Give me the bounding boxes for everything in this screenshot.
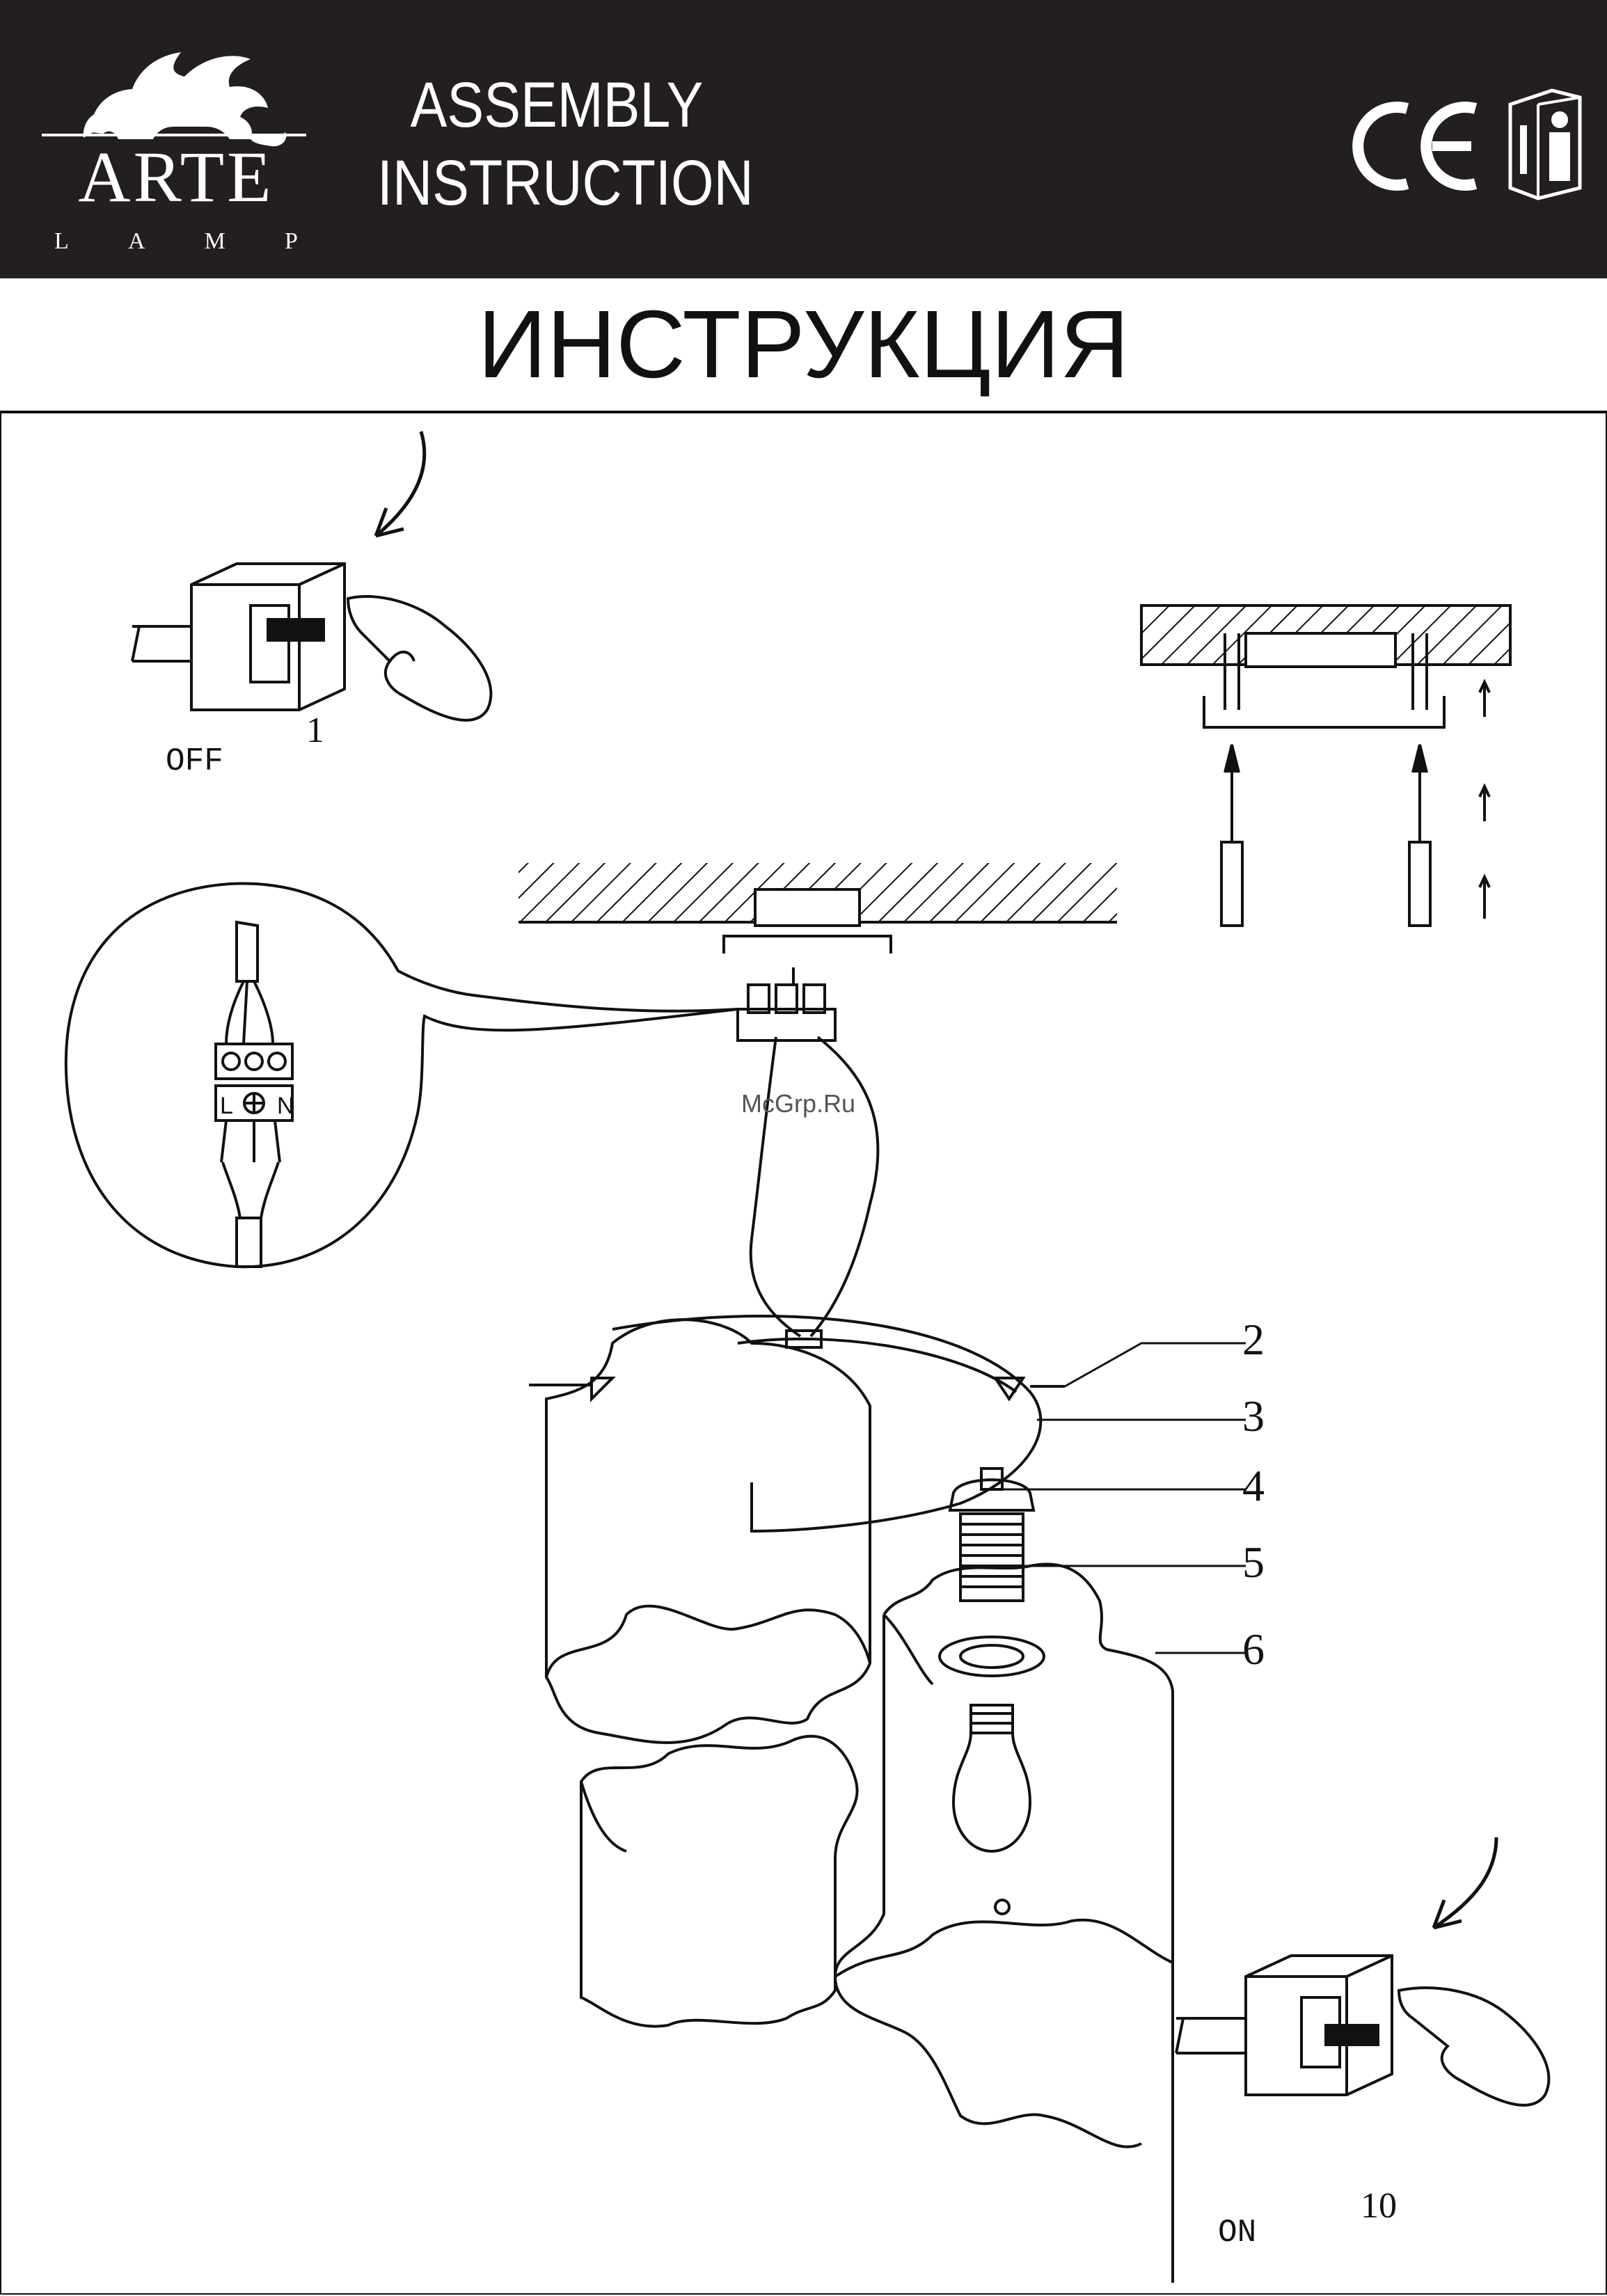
brand-sub-letter: P: [285, 228, 298, 255]
callout-number-6: 6: [1242, 1624, 1265, 1675]
callout-number-4: 4: [1242, 1460, 1265, 1512]
bulb-holder: [940, 1468, 1044, 1914]
wiring-detail-bubble: [66, 884, 738, 1267]
ceiling-mounting: [518, 863, 1117, 953]
lampshade-middle: [581, 1736, 857, 2027]
switch-on-illustration: [1176, 1837, 1549, 2105]
callout-number-2: 2: [1242, 1314, 1265, 1365]
manual-info-icon: [1503, 84, 1587, 202]
lampshade-right: [835, 1564, 1173, 2283]
terminal-label-neutral: N: [277, 1093, 294, 1119]
step-number-1: 1: [306, 710, 324, 751]
title-english: ASSEMBLY INSTRUCTION: [377, 66, 736, 222]
switch-off-illustration: [132, 432, 491, 720]
brand-sub-letter: L: [54, 228, 69, 255]
brand-name: ARTE: [54, 136, 298, 219]
callout-leaders: [967, 1343, 1246, 1653]
callout-number-3: 3: [1242, 1391, 1265, 1442]
header-bar: ARTE L A M P ASSEMBLY INSTRUCTION: [0, 0, 1607, 278]
terminal-label-live: L: [220, 1093, 233, 1119]
title-english-line1: ASSEMBLY: [377, 66, 736, 144]
title-english-line2: INSTRUCTION: [377, 144, 736, 222]
ce-mark-icon: [1343, 97, 1482, 195]
brand-subtitle: L A M P: [54, 228, 298, 255]
switch-on-label: ON: [1218, 2215, 1256, 2251]
assembly-diagram: L N: [0, 418, 1607, 2296]
brand-sub-letter: M: [205, 228, 225, 255]
switch-off-label: OFF: [166, 743, 223, 779]
title-russian: ИНСТРУКЦИЯ: [0, 278, 1607, 411]
step-number-10: 10: [1361, 2185, 1397, 2226]
callout-number-5: 5: [1242, 1537, 1265, 1588]
fixing-detail: [1141, 605, 1510, 926]
terminal-block: [738, 967, 878, 1347]
lampshade-left: [546, 1320, 870, 1743]
watermark: McGrp.Ru: [741, 1089, 855, 1118]
brand-sub-letter: A: [128, 228, 145, 255]
